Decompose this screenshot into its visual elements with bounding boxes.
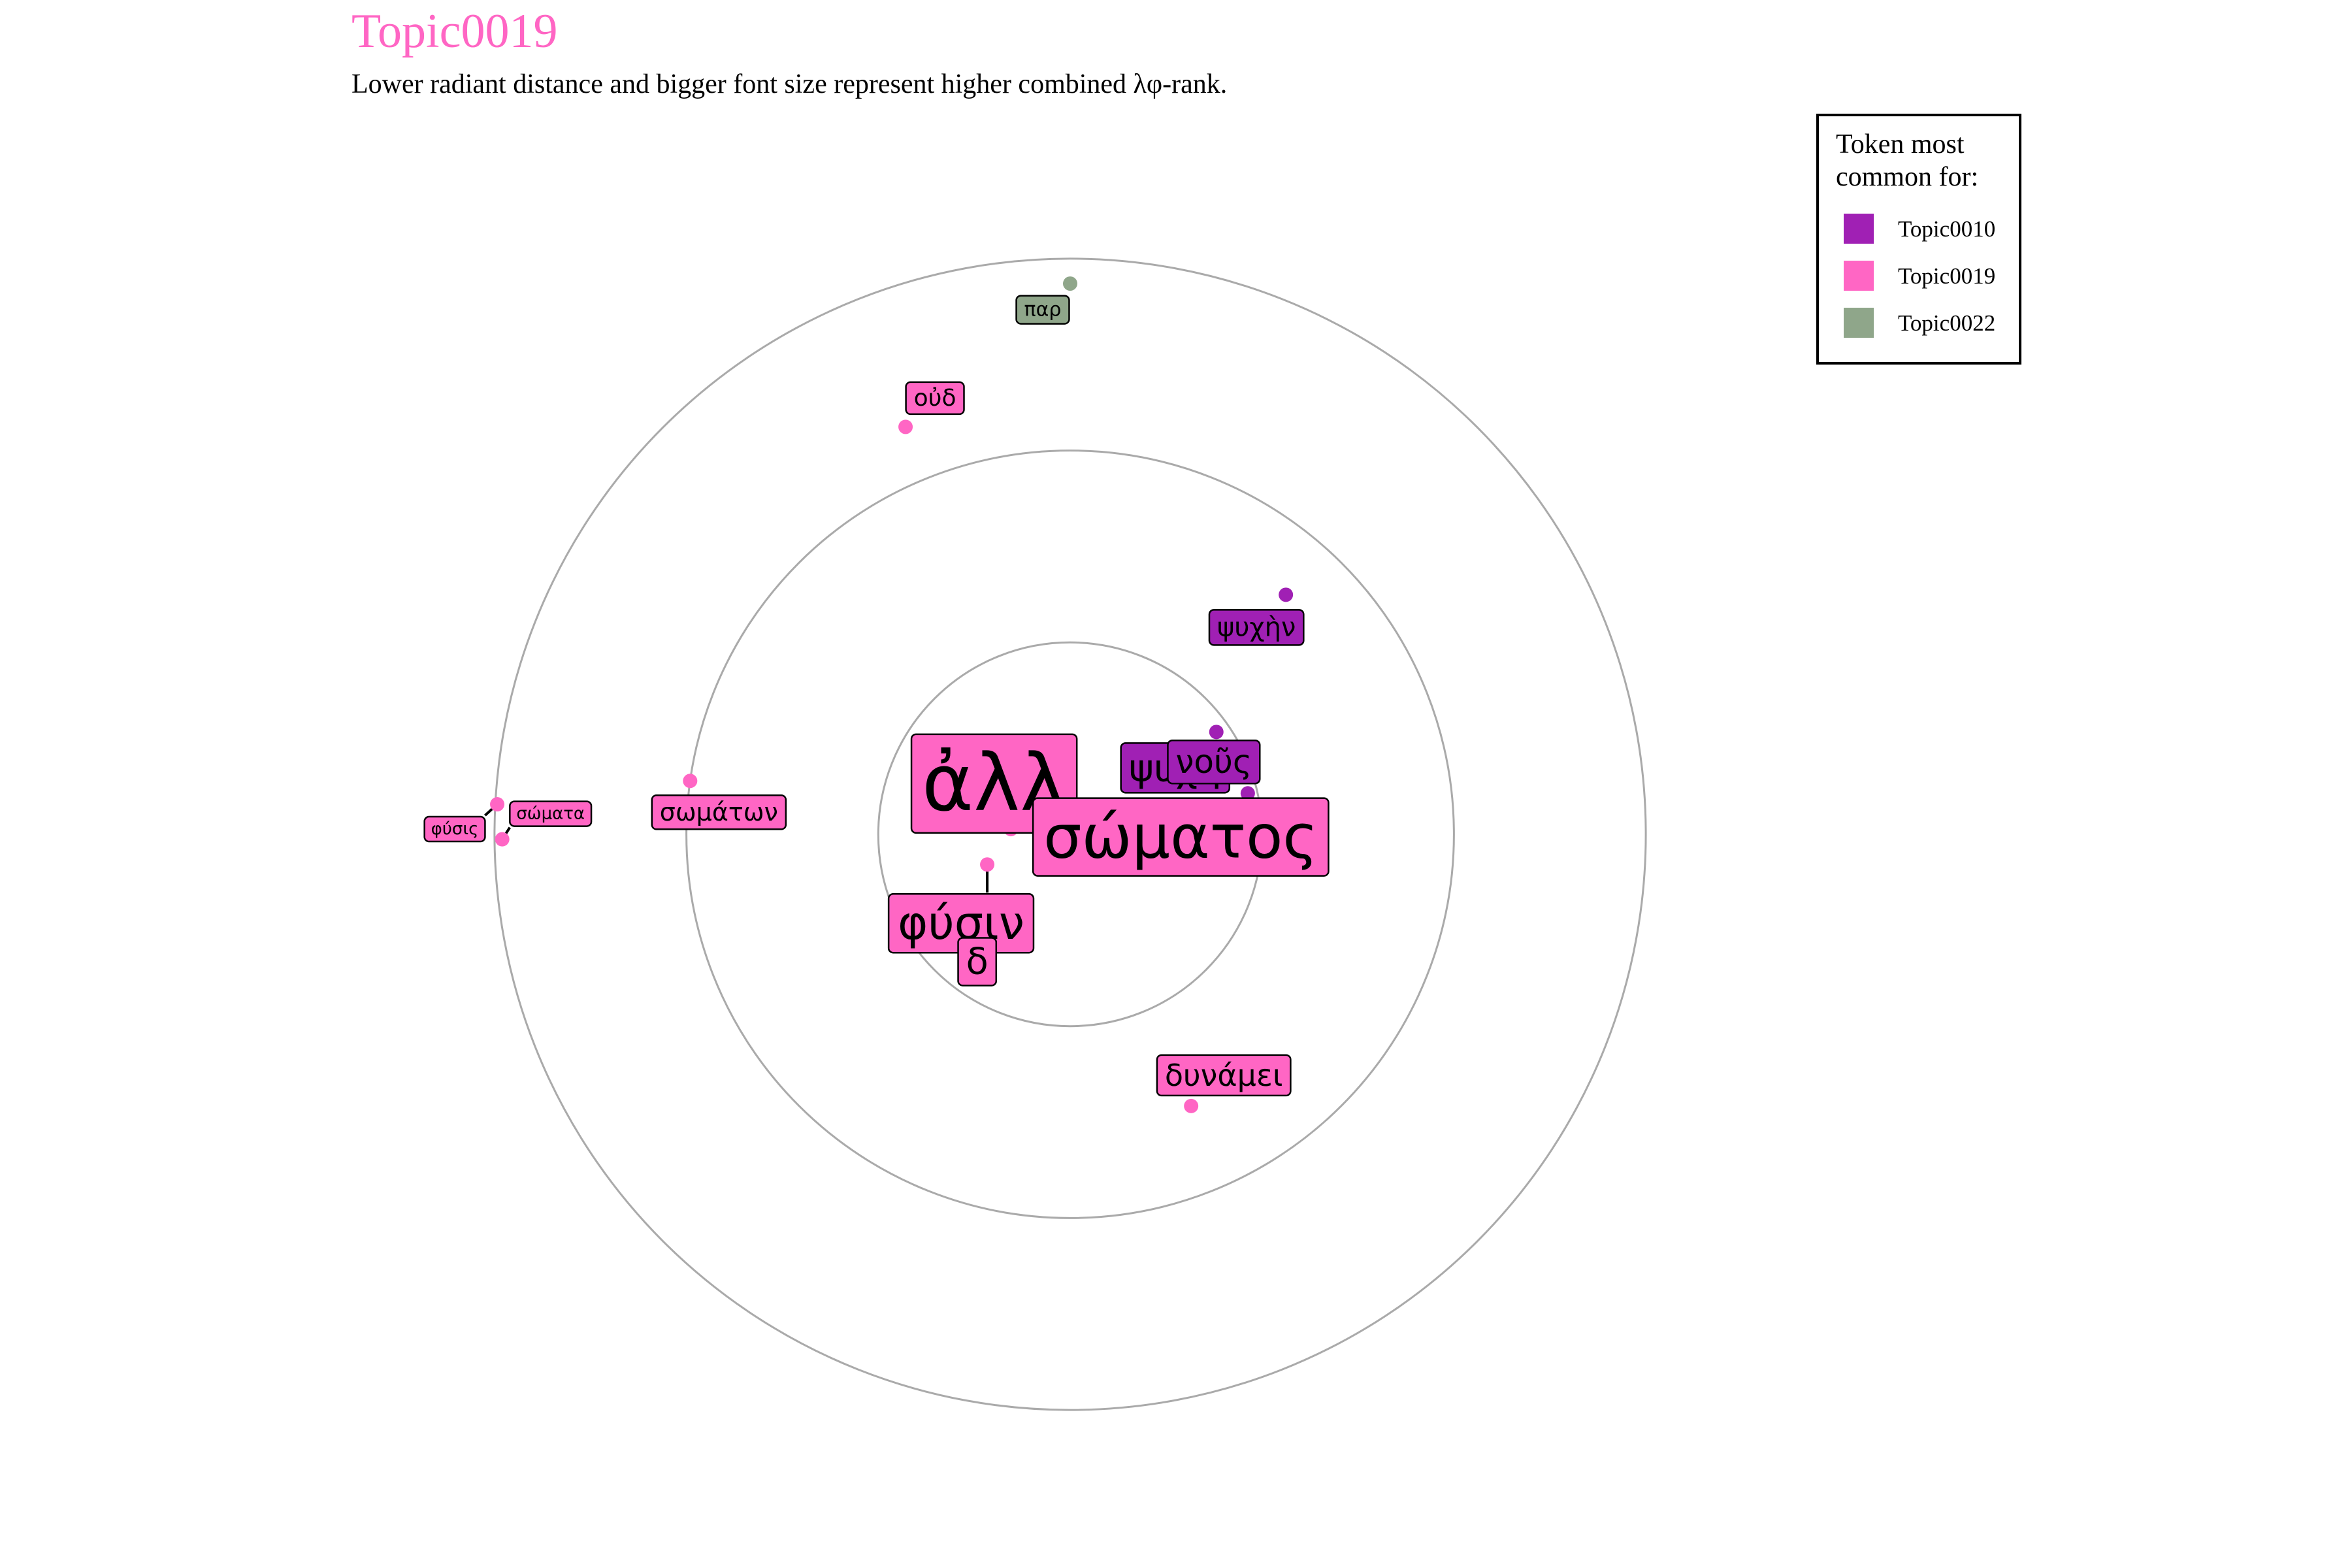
legend: Token most common for: Topic0010 Topic00… (1816, 114, 2021, 365)
chart-subtitle: Lower radiant distance and bigger font s… (351, 69, 1227, 99)
token-label-13: σώματα (509, 800, 593, 827)
legend-title-line-1: Token most (1836, 129, 1965, 159)
token-label-box-4 (957, 937, 998, 987)
point-5 (1209, 725, 1224, 740)
token-label-box-9 (651, 794, 787, 830)
ring-3 (493, 257, 1647, 1411)
legend-label-topic0022: Topic0022 (1898, 310, 1995, 336)
token-label-text-2: σώματος (1043, 802, 1318, 872)
point-6 (1240, 786, 1255, 801)
data-points (490, 276, 1294, 1113)
token-label-box-12 (423, 815, 486, 843)
token-label-6: νοῦς (1167, 739, 1261, 785)
token-label-text-10: οὐδ (914, 385, 956, 412)
token-labels: ἀλλσώματοςφύσινδψυχὴνοῦςδυνάμειψυχὴνσωμά… (423, 295, 1330, 1097)
point-8 (1279, 587, 1294, 602)
token-label-box-10 (905, 381, 965, 416)
legend-title-line-2: common for: (1836, 162, 1978, 192)
point-9 (683, 774, 698, 789)
token-label-box-13 (509, 800, 593, 827)
legend-label-topic0019: Topic0019 (1898, 263, 1995, 289)
token-label-12: φύσις (423, 815, 486, 843)
token-label-text-13: σώματα (516, 804, 585, 824)
point-13 (495, 832, 510, 847)
token-label-9: σωμάτων (651, 794, 787, 830)
token-label-text-8: ψυχὴν (1217, 612, 1296, 642)
point-3 (980, 857, 995, 872)
point-7 (1184, 1098, 1199, 1113)
legend-label-topic0010: Topic0010 (1898, 216, 1995, 242)
token-label-7: δυνάμει (1156, 1054, 1292, 1097)
point-11 (1063, 276, 1077, 291)
token-label-text-12: φύσις (431, 819, 479, 839)
token-label-box-2 (1032, 797, 1330, 877)
point-10 (898, 419, 913, 434)
token-label-box-6 (1167, 739, 1261, 785)
token-label-text-6: νοῦς (1175, 743, 1252, 781)
token-label-text-11: παρ (1024, 299, 1062, 321)
token-label-text-4: δ (966, 940, 988, 983)
token-label-box-11 (1015, 295, 1070, 325)
token-label-4: δ (957, 937, 998, 987)
legend-swatch-topic0022 (1844, 308, 1874, 338)
point-12 (490, 797, 505, 812)
token-label-box-8 (1208, 609, 1305, 646)
token-label-box-7 (1156, 1054, 1292, 1097)
token-label-2: σώματος (1032, 797, 1330, 877)
token-label-8: ψυχὴν (1208, 609, 1305, 646)
token-label-text-7: δυνάμει (1165, 1058, 1282, 1093)
legend-swatch-topic0019 (1844, 261, 1874, 291)
token-label-10: οὐδ (905, 381, 965, 416)
ring-2 (685, 449, 1455, 1219)
chart-title: Topic0019 (351, 5, 557, 58)
legend-swatch-topic0010 (1844, 214, 1874, 244)
token-label-text-9: σωμάτων (660, 798, 778, 826)
token-label-11: παρ (1015, 295, 1070, 325)
